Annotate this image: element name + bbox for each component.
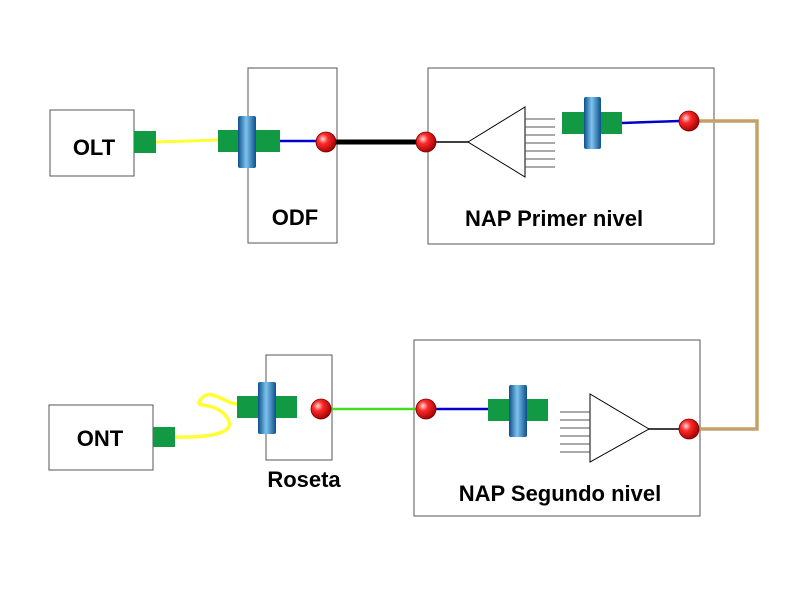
nap2-adapter [488,385,548,437]
nap1-output-port [678,110,700,132]
odf-adapter [218,116,280,168]
ont-box [48,404,154,471]
nap-primer-nivel-box [427,67,715,245]
olt-connector [134,131,156,153]
olt-odf-patch-cord [155,138,221,144]
ont-connector [153,427,175,447]
odf-label: ODF [272,205,318,230]
olt-box [49,109,135,177]
odf-box [247,67,338,244]
splitter-nap2 [560,393,651,463]
nap-segundo-nivel-box [413,339,701,517]
nap2-output-port [678,418,700,440]
nap1-input-port [415,131,437,153]
olt-label: OLT [73,135,116,160]
roseta-adapter [237,382,297,434]
splitter-nap1 [467,106,555,178]
ont-roseta-patch-cord [174,393,241,439]
nap2-input-port [415,398,437,420]
distribution-cable [699,119,759,431]
ont-label: ONT [77,426,124,451]
odf-output-port [315,131,337,153]
nap1-output-link [621,119,681,125]
nap-segundo-nivel-label: NAP Segundo nivel [459,481,662,506]
nap1-adapter [562,97,622,149]
nap-primer-nivel-label: NAP Primer nivel [465,206,643,231]
roseta-label: Roseta [267,467,341,492]
roseta-port [310,398,332,420]
